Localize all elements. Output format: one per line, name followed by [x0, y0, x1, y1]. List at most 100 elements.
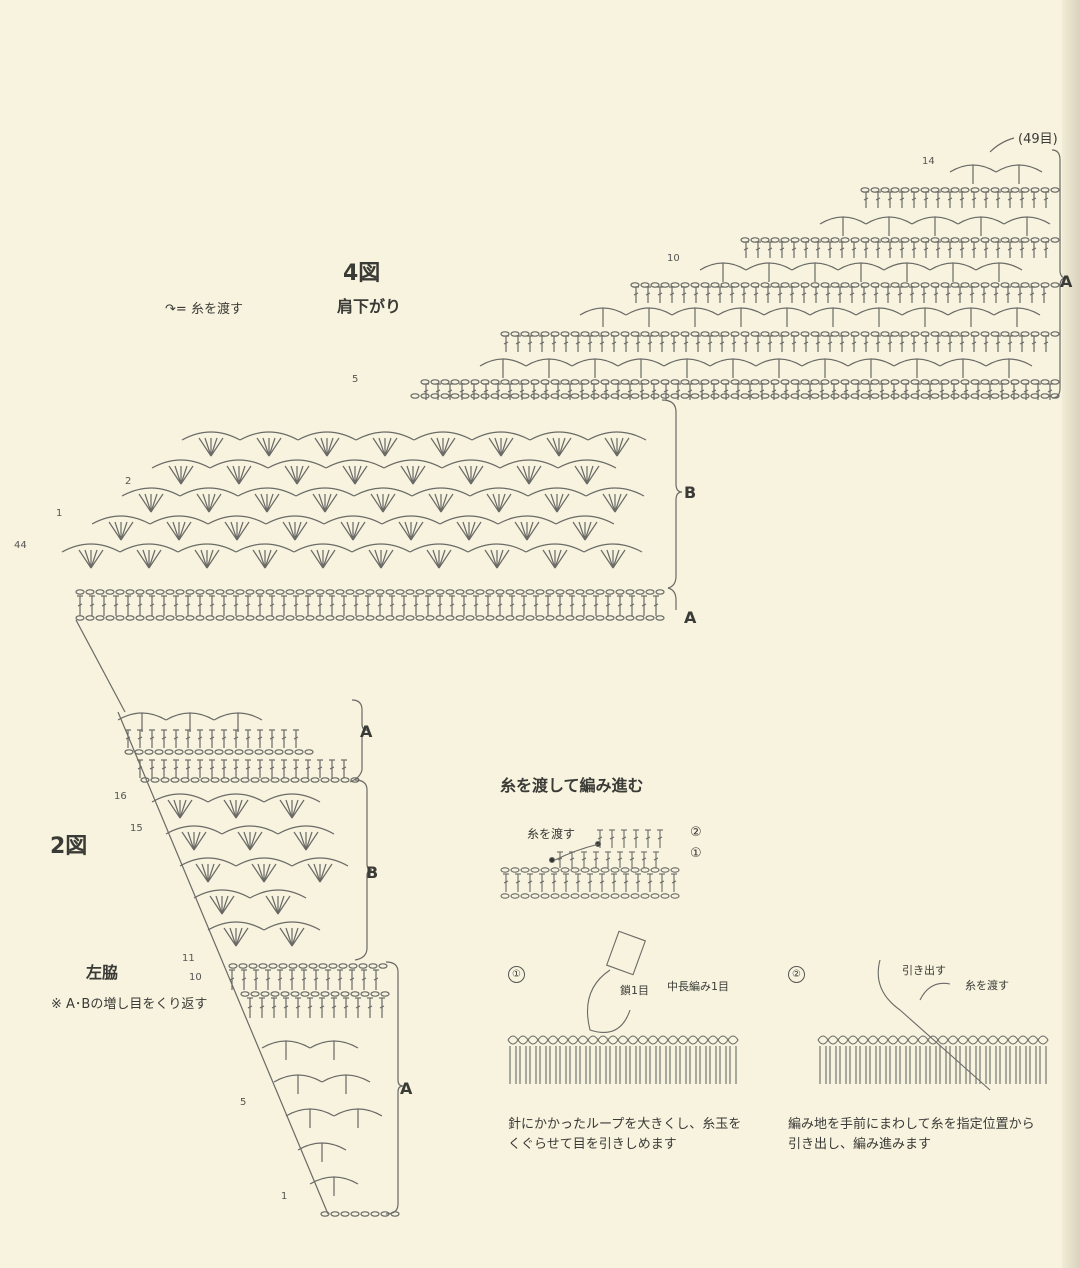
chain-stitch	[174, 749, 184, 755]
chain-stitch	[1010, 187, 1020, 193]
fan-stitch	[294, 521, 302, 541]
chain-stitch	[900, 393, 910, 399]
bracket-a-top	[349, 699, 368, 783]
chain-stitch	[545, 615, 555, 621]
chain-stitch	[154, 749, 164, 755]
stitch-cross	[909, 292, 915, 296]
fan-stitch	[210, 437, 218, 457]
stitch-cross	[639, 389, 645, 393]
fan-stitch	[196, 493, 210, 513]
fan-stitch	[166, 521, 180, 541]
chain-stitch	[255, 589, 265, 595]
stitch-cross	[635, 341, 641, 345]
stitch-cross	[995, 247, 1001, 251]
chain-stitch	[860, 379, 870, 385]
fan-arch	[413, 431, 473, 441]
chain-stitch	[265, 589, 275, 595]
fan-stitch	[326, 437, 340, 457]
chain-stitch	[940, 187, 950, 193]
stitch-cross	[137, 736, 143, 740]
stitch-cross	[527, 341, 533, 345]
stitch-cross	[837, 292, 843, 296]
chain-stitch	[850, 393, 860, 399]
chain-stitch	[720, 393, 730, 399]
fan-stitch	[430, 437, 444, 457]
fan-stitch	[526, 521, 540, 541]
stitch-cross	[605, 857, 611, 861]
fan-stitch	[114, 521, 122, 541]
chain-stitch	[530, 893, 540, 899]
chain-stitch	[880, 187, 890, 193]
chain-stitch	[990, 379, 1000, 385]
chain-stitch	[350, 1211, 360, 1217]
fan-stitch	[237, 831, 251, 851]
fabric-loop	[607, 1035, 619, 1045]
stitch-cross	[659, 880, 665, 884]
fan-stitch	[586, 465, 594, 485]
stitch-cross	[209, 603, 215, 607]
fan-arch	[583, 543, 643, 553]
chain-stitch	[370, 991, 380, 997]
chain-stitch	[310, 991, 320, 997]
chain-stitch	[520, 867, 530, 873]
fan-stitch	[374, 549, 382, 569]
stitch-cross	[983, 341, 989, 345]
chain-stitch	[278, 963, 288, 969]
fig4-row-1: 1	[56, 508, 63, 519]
chain-stitch	[830, 331, 840, 337]
stitch-cross	[851, 341, 857, 345]
stitch-cross	[959, 197, 965, 201]
chain-stitch	[760, 393, 770, 399]
chain-stitch	[325, 615, 335, 621]
fabric-loop	[957, 1035, 969, 1045]
chain-stitch	[490, 393, 500, 399]
chain-stitch	[254, 749, 264, 755]
stitch-cross	[221, 766, 227, 770]
chain-stitch	[525, 589, 535, 595]
fan-stitch	[277, 895, 285, 915]
chain-stitch	[960, 393, 970, 399]
chain-stitch	[124, 749, 134, 755]
fan-stitch	[265, 895, 279, 915]
chain-stitch	[630, 893, 640, 899]
fan-stitch	[318, 493, 326, 513]
stitch-cross	[305, 766, 311, 770]
chain-stitch	[535, 615, 545, 621]
fabric-loop	[507, 1035, 519, 1045]
fan-stitch	[324, 493, 332, 513]
fan-arch	[439, 515, 499, 525]
fan-stitch	[229, 927, 237, 947]
fan-stitch	[486, 493, 500, 513]
chain-stitch	[415, 615, 425, 621]
fan-arch	[121, 487, 181, 497]
chain-stitch	[465, 615, 475, 621]
chain-stitch	[485, 615, 495, 621]
chain-stitch	[560, 893, 570, 899]
chain-stitch	[250, 991, 260, 997]
chain-stitch	[890, 393, 900, 399]
chain-stitch	[185, 589, 195, 595]
fan-stitch	[264, 549, 272, 569]
chain-stitch	[194, 749, 204, 755]
fabric-loop	[677, 1035, 689, 1045]
fan-stitch	[578, 521, 586, 541]
fig2-side-title: 左脇	[86, 963, 119, 982]
fan-stitch	[215, 895, 223, 915]
stitch-cross	[647, 341, 653, 345]
chain-stitch	[255, 615, 265, 621]
stitch-cross	[341, 766, 347, 770]
chain-stitch	[565, 589, 575, 595]
stitch-cross	[1019, 247, 1025, 251]
stitch-cross	[557, 603, 563, 607]
stitch-cross	[247, 1005, 253, 1009]
fan-arch	[221, 825, 279, 835]
stitch-cross	[983, 247, 989, 251]
chain-stitch	[585, 589, 595, 595]
stitch-cross	[1043, 247, 1049, 251]
stitch-cross	[879, 389, 885, 393]
chain-stitch	[890, 237, 900, 243]
chain-stitch	[620, 867, 630, 873]
fan-stitch	[291, 927, 299, 947]
fan-stitch	[235, 927, 249, 947]
fan-stitch	[120, 521, 128, 541]
